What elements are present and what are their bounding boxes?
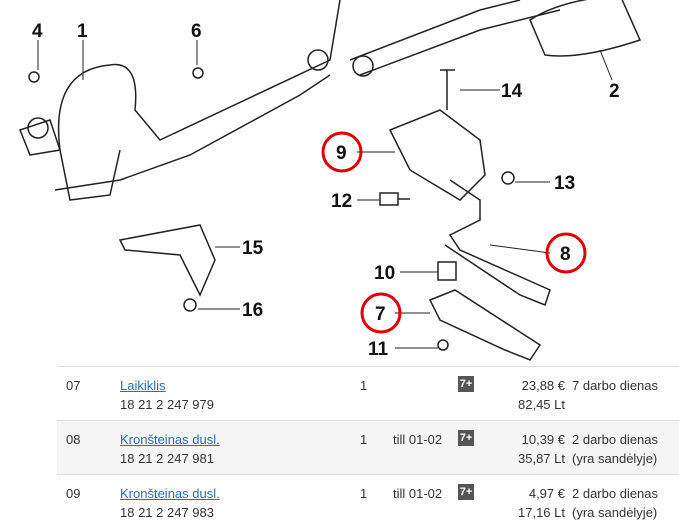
part-code: 18 21 2 247 981: [120, 451, 214, 466]
exhaust-drawing: [19, 0, 642, 361]
delivery-time: 2 darbo dienas: [572, 486, 659, 501]
label-2: 2: [609, 81, 620, 102]
part-name-link[interactable]: Kronšteinas dusl.: [120, 432, 220, 447]
label-4: 4: [32, 21, 43, 42]
label-8: 8: [560, 244, 571, 265]
stock-status: (yra sandėlyje): [572, 451, 658, 466]
part-name-link[interactable]: Kronšteinas dusl.: [120, 486, 220, 501]
part-name-link[interactable]: Laikiklis: [120, 378, 166, 393]
valid-till: till 01-02: [393, 432, 443, 447]
price-lt: 17,16 Lt: [518, 505, 565, 520]
part-labels: 4 1 6 2 14 9 13 12 15 8 10 7 16 11: [32, 21, 620, 360]
leader-lines: [37, 40, 613, 349]
label-10: 10: [374, 263, 395, 284]
label-15: 15: [242, 238, 264, 259]
label-7: 7: [375, 304, 386, 325]
exhaust-parts-diagram: 4 1 6 2 14 9 13 12 15 8 10 7 16 11: [19, 0, 642, 361]
table-row: 09 Kronšteinas dusl. 18 21 2 247 983 1 till …: [57, 474, 679, 528]
availability-badge: 7+: [458, 484, 474, 500]
delivery-time: 2 darbo dienas: [572, 432, 659, 447]
availability-badge: 7+: [458, 376, 474, 392]
price-lt: 82,45 Lt: [518, 397, 565, 412]
price-lt: 35,87 Lt: [518, 451, 565, 466]
label-1: 1: [77, 21, 88, 42]
valid-till: till 01-02: [393, 486, 443, 501]
part-number: 09: [66, 486, 81, 501]
part-number: 07: [66, 378, 81, 393]
parts-table: 07 Laikiklis 18 21 2 247 979 1 7+ 23,88 € 82,4…: [57, 366, 679, 528]
label-12: 12: [331, 191, 352, 212]
label-9: 9: [336, 143, 347, 164]
availability-badge: 7+: [458, 430, 474, 446]
delivery-time: 7 darbo dienas: [572, 378, 659, 393]
price-eur: 23,88 €: [521, 378, 565, 393]
part-number: 08: [66, 432, 81, 447]
part-code: 18 21 2 247 979: [120, 397, 214, 412]
quantity: 1: [360, 486, 368, 501]
table-row: 07 Laikiklis 18 21 2 247 979 1 7+ 23,88 € 82,4…: [57, 366, 679, 420]
quantity: 1: [360, 378, 368, 393]
table-row: 08 Kronšteinas dusl. 18 21 2 247 981 1 till …: [57, 420, 679, 474]
label-11: 11: [368, 339, 389, 360]
price-eur: 10,39 €: [521, 432, 565, 447]
label-13: 13: [554, 173, 575, 194]
label-6: 6: [191, 21, 202, 42]
highlight-circles: [321, 131, 587, 334]
price-eur: 4,97 €: [528, 486, 565, 501]
label-16: 16: [242, 300, 263, 321]
part-code: 18 21 2 247 983: [120, 505, 214, 520]
quantity: 1: [360, 432, 368, 447]
stock-status: (yra sandėlyje): [572, 505, 658, 520]
label-14: 14: [501, 81, 523, 102]
